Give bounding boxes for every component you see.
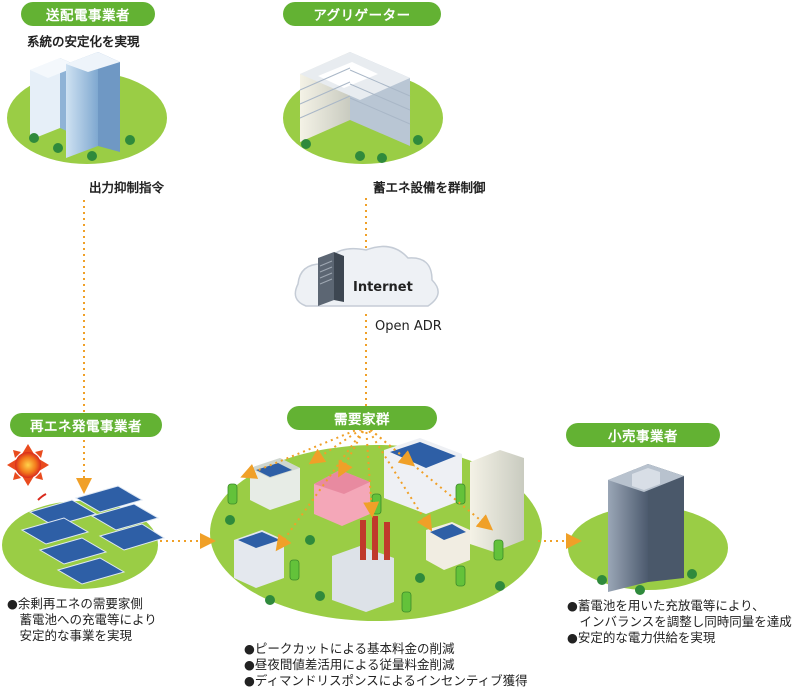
- node-aggregator-title: アグリゲーター: [283, 2, 441, 26]
- output-control-label: 出力抑制指令: [89, 180, 165, 195]
- demand-note-line: ●ピークカットによる基本料金の削減: [244, 641, 455, 656]
- demand-notes: ●ピークカットによる基本料金の削減 ●昼夜間値差活用による従量料金削減 ●ディマ…: [244, 641, 528, 689]
- demand-note-line: ●昼夜間値差活用による従量料金削減: [244, 657, 455, 672]
- retail-notes: ●蓄電池を用いた充放電等により、 インバランスを調整し同時同量を達成 ●安定的な…: [567, 598, 792, 646]
- node-demand-title: 需要家群: [287, 406, 437, 430]
- node-transmission-title: 送配電事業者: [21, 2, 155, 26]
- demand-note-line: ●ディマンドリスポンスによるインセンティブ獲得: [244, 673, 528, 688]
- internet-label: Internet: [353, 280, 413, 295]
- node-retail-title: 小売事業者: [566, 423, 720, 447]
- retail-note-line: インバランスを調整し同時同量を達成: [567, 614, 792, 629]
- renewable-notes: ●余剰再エネの需要家側 蓄電池への充電等により 安定的な事業を実現: [7, 596, 157, 644]
- demand-cluster: [225, 425, 524, 613]
- renewable-note-line: ●余剰再エネの需要家側: [7, 596, 143, 611]
- group-control-label: 蓄エネ設備を群制御: [373, 180, 486, 195]
- internet-cloud: [294, 245, 439, 307]
- sun-icon: [7, 444, 49, 501]
- aggregator-building: [299, 52, 423, 163]
- solar-farm: [20, 485, 166, 585]
- transmission-building: [29, 52, 135, 161]
- retail-building: [597, 464, 697, 595]
- protocol-label: Open ADR: [375, 319, 442, 334]
- node-renewable-title: 再エネ発電事業者: [10, 413, 162, 437]
- retail-note-line: ●安定的な電力供給を実現: [567, 630, 716, 645]
- transmission-caption: 系統の安定化を実現: [27, 34, 140, 49]
- retail-note-line: ●蓄電池を用いた充放電等により、: [567, 598, 765, 613]
- renewable-note-line: 蓄電池への充電等により: [7, 612, 157, 627]
- renewable-note-line: 安定的な事業を実現: [7, 628, 133, 643]
